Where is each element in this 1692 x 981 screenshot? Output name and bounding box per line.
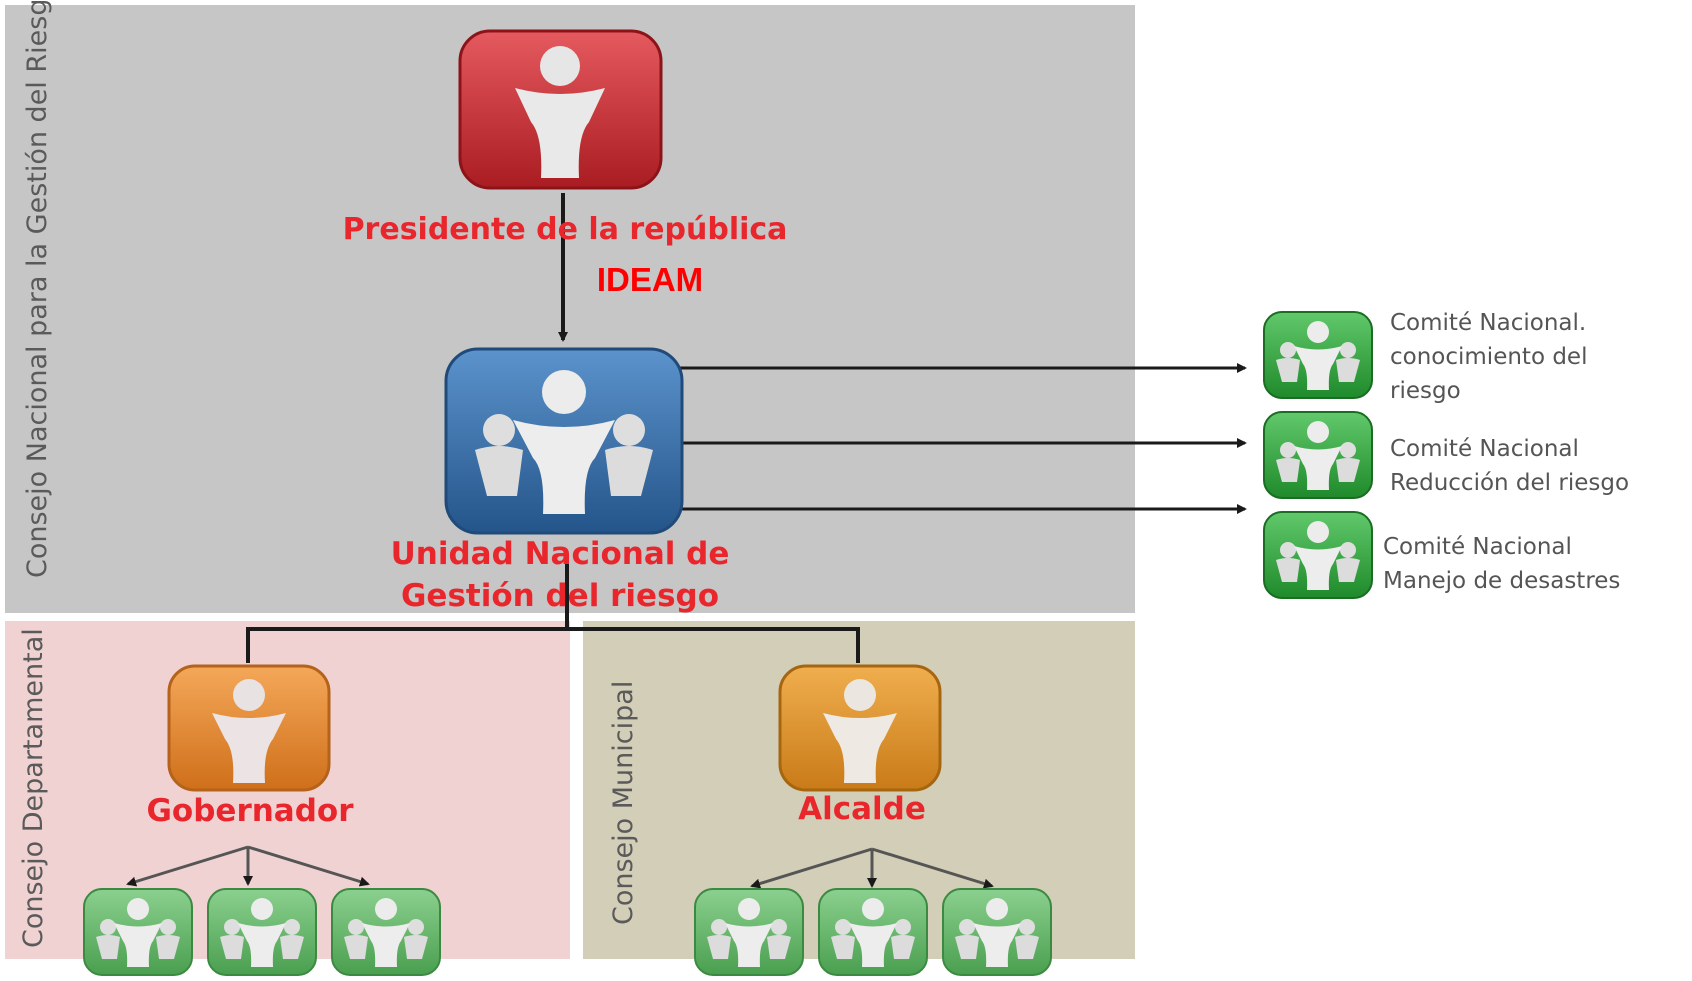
departmental-committee-3-group-icon <box>330 887 442 976</box>
national-unit-label-line1: Unidad Nacional de <box>390 536 730 572</box>
mayor-person-icon <box>777 663 943 793</box>
committee-3-group-icon <box>1262 510 1374 600</box>
committee-1-label: Comité Nacional. conocimiento del riesgo <box>1390 310 1588 404</box>
president-label: Presidente de la república <box>342 212 788 247</box>
connector-lines <box>126 193 1247 889</box>
municipal-committee-2-group-icon <box>817 887 929 976</box>
committee-2-group-icon <box>1262 410 1374 500</box>
committee-3-label: Comité Nacional Manejo de desastres <box>1383 534 1621 594</box>
municipal-committee-1-group-icon <box>693 887 805 976</box>
governor-person-icon <box>166 663 332 793</box>
national-unit-label-line2: Gestión del riesgo <box>400 578 720 614</box>
local-branch-connector <box>246 627 860 663</box>
president-person-icon <box>457 28 664 191</box>
committee-1-group-icon <box>1262 310 1374 400</box>
departmental-committee-1-group-icon <box>82 887 194 976</box>
ideam-label: IDEAM <box>596 261 704 298</box>
departmental-committee-2-group-icon <box>206 887 318 976</box>
governor-label: Gobernador <box>146 793 354 829</box>
committee-2-label: Comité Nacional Reducción del riesgo <box>1390 436 1630 496</box>
municipal-committee-3-group-icon <box>941 887 1053 976</box>
mayor-label: Alcalde <box>798 791 926 827</box>
national-unit-group-icon <box>443 346 685 536</box>
